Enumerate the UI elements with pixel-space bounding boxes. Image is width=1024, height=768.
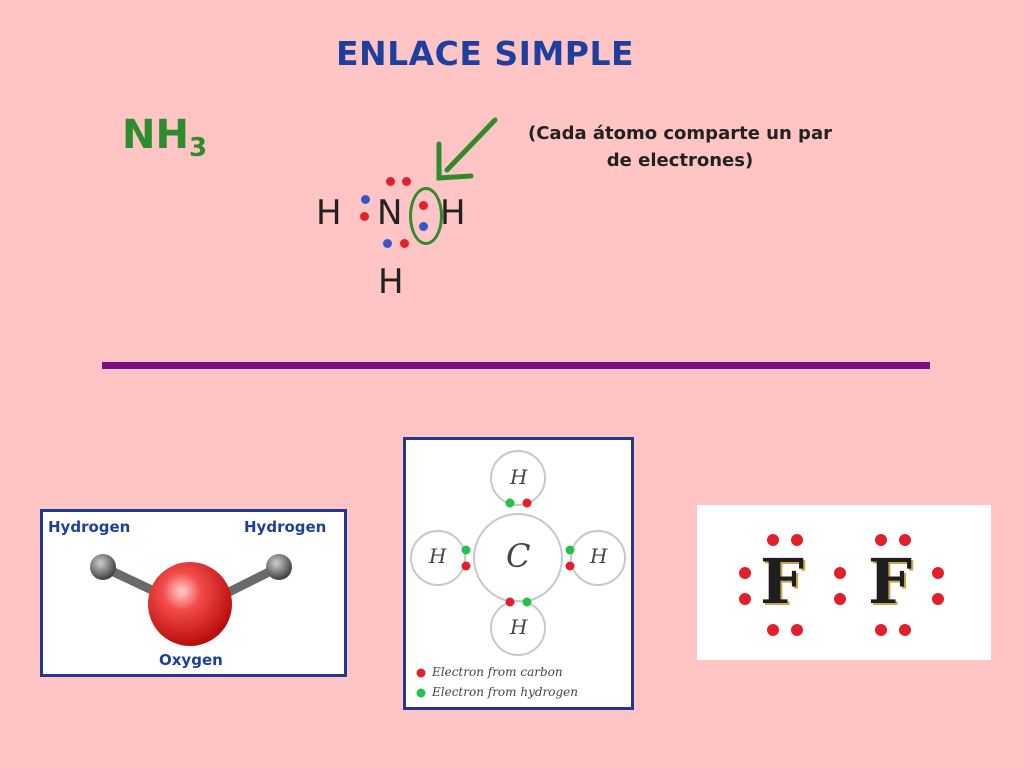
electron-dot bbox=[360, 212, 369, 221]
slide-title: ENLACE SIMPLE bbox=[335, 34, 635, 73]
label-hydrogen-right: Hydrogen bbox=[244, 518, 327, 536]
formula-subscript: 3 bbox=[188, 133, 208, 163]
note-line-2: de electrones) bbox=[606, 150, 754, 171]
atom-h-left: H bbox=[316, 193, 342, 233]
atom-h-right: H bbox=[590, 544, 608, 568]
label-hydrogen-left: Hydrogen bbox=[48, 518, 131, 536]
shared-pair-note: (Cada átomo comparte un par de electrone… bbox=[510, 120, 850, 174]
atom-c: C bbox=[506, 537, 531, 575]
legend-hydrogen-electron: Electron from hydrogen bbox=[432, 685, 579, 699]
atom-h-right: H bbox=[440, 193, 466, 233]
legend-carbon-electron: Electron from carbon bbox=[432, 665, 563, 679]
divider-line bbox=[102, 362, 930, 369]
electron-dot bbox=[402, 177, 411, 186]
methane-bond-panel: C H H H H Electron from carbon Electron … bbox=[403, 437, 634, 710]
atom-h-top: H bbox=[510, 465, 528, 489]
atom-f-left: F bbox=[760, 545, 805, 618]
methane-orbital-diagram bbox=[410, 450, 626, 698]
label-oxygen: Oxygen bbox=[159, 651, 223, 669]
water-molecule-graphic bbox=[90, 554, 292, 646]
atom-n-center: N bbox=[377, 193, 403, 233]
fluorine-lewis-panel: F F bbox=[697, 505, 991, 660]
atom-h-left: H bbox=[429, 544, 447, 568]
electron-dot bbox=[400, 239, 409, 248]
fluorine-electron-dots bbox=[739, 534, 944, 636]
lewis-structure-nh3: H N H H bbox=[0, 0, 1024, 360]
electron-dot bbox=[361, 195, 370, 204]
water-molecule-panel: Hydrogen Hydrogen Oxygen bbox=[40, 509, 347, 677]
formula-symbol: NH bbox=[122, 112, 189, 158]
electron-dot bbox=[383, 239, 392, 248]
atom-f-right: F bbox=[868, 545, 913, 618]
arrow-icon bbox=[436, 117, 498, 181]
electron-dot bbox=[386, 177, 395, 186]
atom-h-bottom: H bbox=[378, 262, 404, 302]
note-line-1: (Cada átomo comparte un par bbox=[528, 123, 832, 144]
shared-pair-highlight bbox=[409, 187, 443, 245]
atom-h-bottom: H bbox=[510, 615, 528, 639]
molecule-formula: NH3 bbox=[122, 112, 207, 163]
